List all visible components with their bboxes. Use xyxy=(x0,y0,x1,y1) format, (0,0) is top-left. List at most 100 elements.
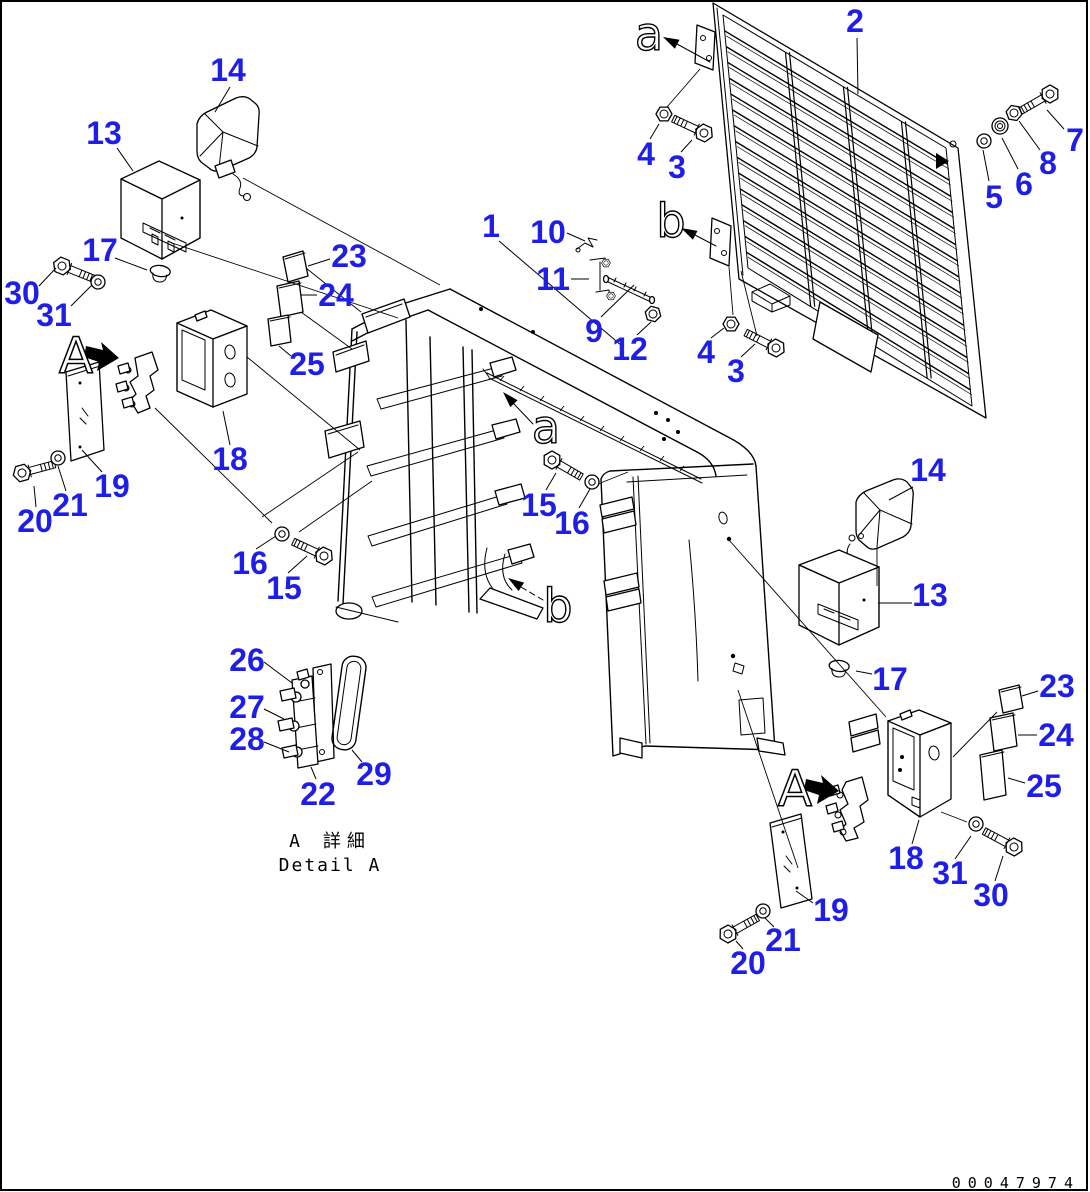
callout-label-1: 1 xyxy=(482,208,500,244)
callout-label-14: 14 xyxy=(910,452,946,488)
grille-slat xyxy=(746,251,971,391)
gasket-part-29 xyxy=(331,655,367,751)
leader-line xyxy=(498,240,623,347)
callout-label-16: 16 xyxy=(232,545,268,581)
callout-label-7: 7 xyxy=(1066,122,1084,158)
beam-holes xyxy=(479,307,680,441)
washer-left-part-31 xyxy=(90,274,106,290)
lamp-cover-right-part-13 xyxy=(798,549,880,646)
leader-line xyxy=(1001,137,1019,170)
leader-line xyxy=(38,267,57,287)
leader-line xyxy=(649,123,660,140)
grille-slat xyxy=(742,219,968,359)
grille-slat xyxy=(725,46,950,181)
leader-line xyxy=(1021,690,1039,697)
leader-line xyxy=(578,488,591,509)
construction-lines xyxy=(154,68,998,869)
callout-label-19: 19 xyxy=(94,468,130,504)
view-a-top-arrow-line xyxy=(676,43,711,63)
bracket-part-11 xyxy=(589,257,616,301)
grille-handle-opening xyxy=(812,301,879,373)
callout-label-9: 9 xyxy=(585,313,603,349)
callout-label-15: 15 xyxy=(266,570,302,606)
plate-right-part-19 xyxy=(769,813,813,909)
bolt-bottom-part-3 xyxy=(741,324,789,360)
grille-slat-shadow xyxy=(736,146,961,283)
leader-line xyxy=(735,940,744,950)
leader-line xyxy=(278,345,292,357)
leader-line xyxy=(764,917,775,928)
callout-label-31: 31 xyxy=(932,855,968,891)
grille-slat-shadow xyxy=(739,177,964,315)
callout-label-18: 18 xyxy=(888,840,924,876)
washer-left-part-16 xyxy=(274,526,290,542)
detail-a-right-arrow-icon xyxy=(804,775,839,804)
callout-label-13: 13 xyxy=(86,115,122,151)
grille-slat xyxy=(733,125,958,262)
callout-label-28: 28 xyxy=(229,721,265,757)
grille-slat-shadow xyxy=(741,193,966,331)
leader-line xyxy=(1018,120,1041,151)
rod-part-9 xyxy=(602,274,656,305)
leader-line xyxy=(351,749,363,763)
view-label-b-center: b xyxy=(543,579,572,633)
plate-left-part-19 xyxy=(65,361,105,462)
bolt-top-part-3 xyxy=(669,110,717,145)
view-a-top-arrow-icon xyxy=(663,37,680,49)
callout-label-22: 22 xyxy=(300,776,336,812)
leader-line xyxy=(680,139,693,153)
callout-label-11: 11 xyxy=(536,261,570,297)
leader-line xyxy=(255,535,277,550)
grille-slat-shadow xyxy=(729,67,953,202)
grille-divider xyxy=(846,86,874,343)
leader-line xyxy=(954,835,972,860)
frame-right-panel xyxy=(599,463,881,759)
callout-label-26: 26 xyxy=(229,642,265,678)
callout-label-24: 24 xyxy=(318,277,354,313)
leader-line xyxy=(636,321,652,336)
detail-a-right-letter: A xyxy=(778,760,812,818)
callout-label-4: 4 xyxy=(697,334,715,370)
drawing-number: 00047974 xyxy=(952,1174,1080,1192)
bolt-left-part-15 xyxy=(289,533,337,568)
callout-label-12: 12 xyxy=(612,331,648,367)
grille-slat-shadow xyxy=(746,241,971,380)
grille-divider xyxy=(842,86,870,343)
block-left-part-18 xyxy=(176,309,248,408)
callout-label-21: 21 xyxy=(52,487,88,523)
leader-line xyxy=(994,855,1004,882)
leader-line xyxy=(888,486,914,501)
view-letters: a b a b A A xyxy=(58,6,813,818)
grille-divider xyxy=(788,52,816,307)
washer-bottom-part-4 xyxy=(722,316,740,332)
grille-slat xyxy=(735,140,960,278)
callout-label-6: 6 xyxy=(1015,166,1033,202)
callout-label-30: 30 xyxy=(4,275,40,311)
plates-right-23-24-25 xyxy=(979,684,1024,801)
grille-divider xyxy=(904,121,932,379)
leader-line xyxy=(740,343,756,358)
view-label-b-top: b xyxy=(656,194,685,248)
callout-label-20: 20 xyxy=(17,503,53,539)
valve-left xyxy=(115,351,159,414)
grille-slat xyxy=(736,156,961,294)
grille-slat-shadow xyxy=(727,51,951,186)
callout-label-23: 23 xyxy=(331,238,367,274)
grille-slat xyxy=(732,109,957,246)
washer-center-part-16 xyxy=(584,474,600,490)
grille-slat-shadow xyxy=(732,98,956,234)
nut-part-12 xyxy=(642,304,664,324)
callout-label-16: 16 xyxy=(554,505,590,541)
leader-line xyxy=(710,327,725,339)
callout-label-29: 29 xyxy=(356,756,392,792)
washer-part-6 xyxy=(991,117,1009,135)
detail-caption-jp: A 詳細 xyxy=(289,831,371,852)
grille-slats xyxy=(724,30,973,396)
leader-line xyxy=(33,485,37,508)
callout-label-17: 17 xyxy=(872,661,908,697)
grille-slat-shadow xyxy=(725,35,950,170)
callout-label-10: 10 xyxy=(530,214,566,250)
grille-slat xyxy=(739,188,965,326)
